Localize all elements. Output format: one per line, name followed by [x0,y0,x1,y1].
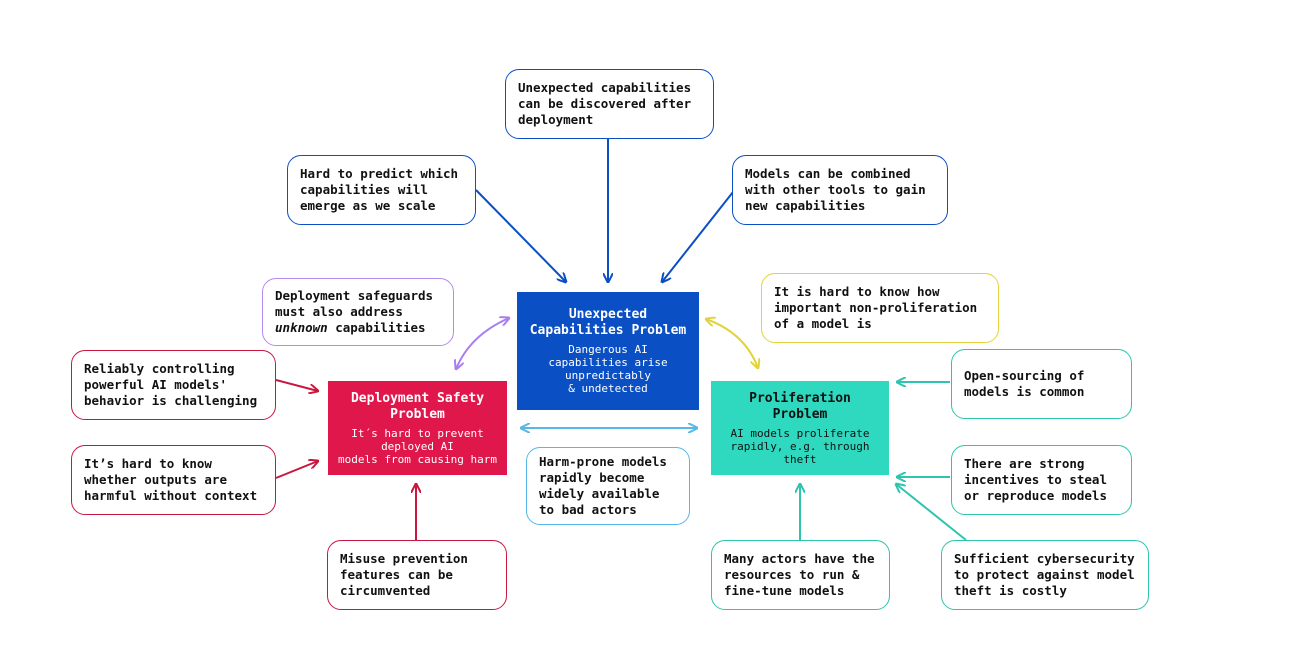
note-non-proliferation: It is hard to know how important non-pro… [761,273,999,343]
note-safeguards-emphasis: unknown [275,320,328,335]
note-reliably-controlling: Reliably controlling powerful AI models'… [71,350,276,420]
proliferation-box: Proliferation Problem AI models prolifer… [711,381,889,475]
note-safeguards-post: capabilities [327,320,426,335]
arrow-cyber-to-proliferation [896,484,967,541]
note-deployment-safeguards: Deployment safeguards must also address … [262,278,454,346]
note-misuse-prevention: Misuse prevention features can be circum… [327,540,507,610]
note-outputs-text: It’s hard to know whether outputs are ha… [84,456,258,503]
note-harmprone-text: Harm-prone models rapidly become widely … [539,454,667,517]
note-safeguards-text: Deployment safeguards must also address … [275,288,433,336]
arrow-unexpected-deployment-curve [456,318,509,369]
note-discovered-after-deployment: Unexpected capabilities can be discovere… [505,69,714,139]
note-misuse-text: Misuse prevention features can be circum… [340,551,468,598]
note-cyber-text: Sufficient cybersecurity to protect agai… [954,551,1135,598]
arrow-controlling-to-deployment [275,379,318,391]
note-opensource-text: Open-sourcing of models is common [964,368,1085,399]
deployment-safety-title: Deployment Safety Problem [350,390,485,422]
note-hard-to-know-outputs: It’s hard to know whether outputs are ha… [71,445,276,515]
note-actors-text: Many actors have the resources to run & … [724,551,875,598]
proliferation-desc: AI models proliferate rapidly, e.g. thro… [730,426,870,466]
arrow-unexpected-proliferation-curve [706,319,758,368]
note-nonprolif-text: It is hard to know how important non-pro… [774,284,978,331]
proliferation-title: Proliferation Problem [749,390,851,422]
note-discovered-text: Unexpected capabilities can be discovere… [518,80,692,127]
note-harm-prone-models: Harm-prone models rapidly become widely … [526,447,690,525]
note-cybersecurity-costly: Sufficient cybersecurity to protect agai… [941,540,1149,610]
note-controlling-text: Reliably controlling powerful AI models'… [84,361,258,408]
note-open-sourcing: Open-sourcing of models is common [951,349,1132,419]
unexpected-capabilities-box: Unexpected Capabilities Problem Dangerou… [517,292,699,410]
deployment-safety-box: Deployment Safety Problem It´s hard to p… [328,381,507,475]
arrow-outputs-to-deployment [275,461,318,479]
note-safeguards-pre: Deployment safeguards must also address [275,288,434,319]
arrow-predict-to-unexpected [475,189,566,282]
note-combined-text: Models can be combined with other tools … [745,166,926,213]
deployment-safety-desc: It´s hard to prevent deployed AI models … [338,426,497,466]
unexpected-capabilities-title: Unexpected Capabilities Problem [529,307,687,338]
unexpected-capabilities-desc: Dangerous AI capabilities arise unpredic… [548,343,668,395]
arrow-combined-to-unexpected [662,191,734,282]
note-incentives-text: There are strong incentives to steal or … [964,456,1107,503]
note-predict-text: Hard to predict which capabilities will … [300,166,459,213]
note-models-combined: Models can be combined with other tools … [732,155,948,225]
note-many-actors: Many actors have the resources to run & … [711,540,890,610]
note-hard-to-predict: Hard to predict which capabilities will … [287,155,476,225]
note-strong-incentives: There are strong incentives to steal or … [951,445,1132,515]
